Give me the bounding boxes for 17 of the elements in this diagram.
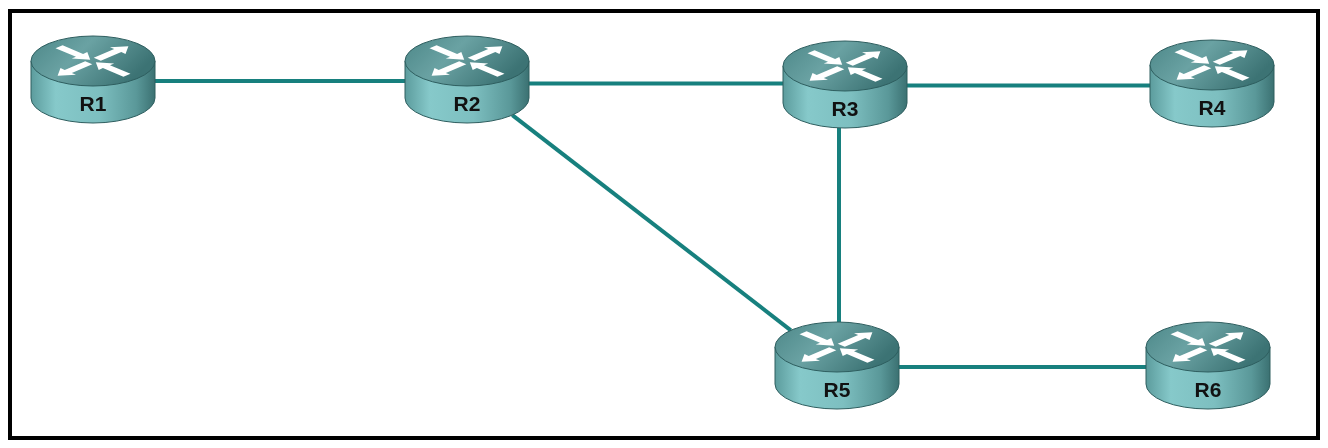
router: [31, 36, 155, 124]
router-label: R4: [1198, 96, 1226, 118]
link-line: [155, 79, 405, 83]
router: [405, 36, 529, 124]
link-line: [529, 81, 783, 86]
router-label: R1: [79, 92, 107, 114]
link-line: [899, 365, 1146, 369]
router-label: R2: [453, 92, 481, 114]
router-label: R3: [831, 97, 859, 119]
router-label: R5: [823, 378, 851, 400]
router-label: R6: [1194, 378, 1222, 400]
router: [775, 322, 899, 410]
router: [1146, 322, 1270, 410]
link-line: [511, 113, 793, 332]
router: [783, 41, 907, 129]
link-line: [907, 83, 1150, 88]
router: [1150, 40, 1274, 128]
